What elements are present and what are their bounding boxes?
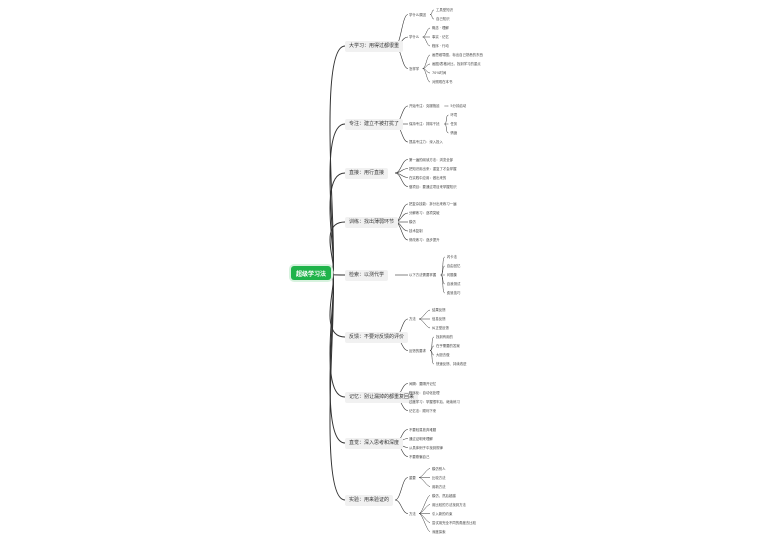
leaf-node[interactable]: 概念 · 理解 <box>432 26 449 30</box>
leaf-node[interactable]: 程序 · 行动 <box>432 44 449 48</box>
root-node[interactable]: 超级学习法 <box>291 266 331 280</box>
leaf-line <box>422 27 431 38</box>
leaf-node[interactable]: 工具型知识 <box>436 8 453 12</box>
child-node[interactable]: 不要欺骗自己 <box>409 454 430 459</box>
leaf-node[interactable]: 画思维导图，标出自己熟悉的东西 <box>432 53 483 57</box>
leaf-node[interactable]: 找到有用的 <box>436 335 453 339</box>
leaf-line <box>444 123 449 134</box>
leaf-line <box>444 114 449 125</box>
leaf-line <box>419 495 431 514</box>
leaf-node[interactable]: 事实 · 记忆 <box>432 35 449 39</box>
branch-node[interactable]: 直觉：深入思考和深度 <box>345 437 404 449</box>
child-node[interactable]: 以下方法需要掌握 <box>409 273 437 277</box>
leaf-line <box>440 265 445 276</box>
leaf-line <box>419 468 431 478</box>
leaf-node[interactable]: 问题集 <box>446 273 457 277</box>
leaf-node[interactable]: 引入新的约束 <box>432 511 453 516</box>
main-branch-line <box>329 272 346 501</box>
leaf-node[interactable]: 模仿、然后超越 <box>432 493 456 498</box>
leaf-node[interactable]: 快速反馈、持续改进 <box>436 362 467 366</box>
leaf-line <box>422 68 431 83</box>
child-node[interactable]: 方法 <box>409 317 416 321</box>
leaf-node[interactable]: 用新方法 <box>432 484 446 489</box>
leaf-node[interactable]: 大胆去做 <box>436 353 450 357</box>
branch-node[interactable]: 实验：用来验证的 <box>345 494 394 506</box>
leaf-node[interactable]: 对照现在本书 <box>432 80 453 84</box>
child-node[interactable]: 间隔：要隔开记忆 <box>409 381 437 386</box>
child-node[interactable]: 方法 <box>409 511 416 516</box>
child-node[interactable]: 第一遍的阅读方法：浏览全部 <box>409 157 454 162</box>
leaf-line <box>419 309 431 320</box>
leaf-node[interactable]: 70%时间 <box>432 71 447 75</box>
leaf-node[interactable]: 情绪 <box>450 131 458 135</box>
branch-node[interactable]: 训练：找出薄弱环节 <box>345 216 399 228</box>
leaf-node[interactable]: 用比较的方法找到方法 <box>432 502 466 507</box>
child-node[interactable]: 重要 <box>409 475 416 480</box>
child-node[interactable]: 程序化：自动化处理 <box>409 390 440 395</box>
leaf-node[interactable]: 尝试用完全不同的角度去比较 <box>432 520 477 525</box>
leaf-line <box>419 504 431 514</box>
child-node[interactable]: 学什么 <box>409 35 420 39</box>
leaf-line <box>440 274 446 294</box>
branch-node[interactable]: 记忆：别让漏掉的都重复回来 <box>345 391 419 403</box>
child-node[interactable]: 保持专注：排除干扰 <box>409 122 440 126</box>
child-node[interactable]: 从具体例子中找到规律 <box>409 445 443 450</box>
branch-node[interactable]: 专注：建立不被打扰了 <box>345 118 404 130</box>
child-line <box>394 477 409 501</box>
leaf-node[interactable]: 5分钟启动 <box>450 104 467 108</box>
leaf-line <box>429 14 435 20</box>
child-node[interactable]: 学什么原因 <box>409 12 426 17</box>
leaf-node[interactable]: 纠正型反馈 <box>432 326 449 330</box>
leaf-node[interactable]: 自己知识 <box>436 17 450 21</box>
leaf-node[interactable]: 自由回忆 <box>446 264 461 268</box>
child-node[interactable]: 把复杂技能：拆分出来练习一遍 <box>409 202 457 206</box>
leaf-line <box>429 9 435 15</box>
child-node[interactable]: 不要轻易放弃难题 <box>409 427 437 432</box>
branch-node[interactable]: 反馈：不要对反馈的评价 <box>345 331 409 343</box>
child-node[interactable]: 技术复制 <box>409 229 423 233</box>
leaf-node[interactable]: 在乎需要的答案 <box>436 344 460 348</box>
child-node[interactable]: 反馈的要求 <box>409 348 426 353</box>
leaf-line <box>429 336 435 351</box>
child-node[interactable]: 通过证明来理解 <box>409 436 433 441</box>
leaf-node[interactable]: 自我测试 <box>446 282 461 286</box>
child-node[interactable]: 提高专注力：深入投入 <box>409 140 443 144</box>
leaf-line <box>429 350 435 365</box>
main-branch-line <box>329 272 346 444</box>
leaf-node[interactable]: 画图/表格对比，找到学习的重点 <box>432 62 481 66</box>
child-node[interactable]: 修改练习：逐步提升 <box>409 238 440 242</box>
leaf-line <box>422 54 431 69</box>
child-line <box>394 499 409 514</box>
child-node[interactable]: 开始专注：克服拖延 <box>409 104 440 108</box>
leaf-node[interactable]: 结果反馈 <box>432 308 446 312</box>
leaf-node[interactable]: 深度探索 <box>432 529 446 534</box>
child-line <box>394 172 409 187</box>
leaf-node[interactable]: 闪卡法 <box>446 255 457 259</box>
leaf-node[interactable]: 模仿别人 <box>432 466 446 471</box>
child-node[interactable]: 怎样学 <box>409 66 420 71</box>
child-node[interactable]: 做项目：要通过项目来掌握知识 <box>409 184 457 189</box>
leaf-line <box>419 513 431 532</box>
child-node[interactable]: 分解练习：逐项突破 <box>409 211 440 215</box>
main-branch-line <box>329 221 346 274</box>
leaf-line <box>419 477 431 487</box>
leaf-line <box>419 318 431 329</box>
leaf-line <box>422 36 431 47</box>
leaf-node[interactable]: 任务 <box>450 122 458 126</box>
child-node[interactable]: 在实践中应用：做出来的 <box>409 175 447 180</box>
leaf-node[interactable]: 信息反馈 <box>432 317 446 321</box>
leaf-node[interactable]: 环境 <box>450 113 458 117</box>
branch-node[interactable]: 大学习：用得过都很重 <box>345 40 404 52</box>
child-node[interactable]: 把知识用出来：重复了才会掌握 <box>409 166 457 171</box>
child-node[interactable]: 记忆法：顺利下来 <box>409 408 437 413</box>
leaf-node[interactable]: 费曼技巧 <box>446 291 461 295</box>
leaf-node[interactable]: 比较方法 <box>432 475 446 480</box>
branch-node[interactable]: 直接：用行直接 <box>345 167 389 179</box>
child-node[interactable]: 过度学习：掌握很牢后，继续练习 <box>409 399 460 404</box>
branch-node[interactable]: 检索：以测代学 <box>345 269 389 281</box>
child-node[interactable]: 模仿 <box>409 220 416 224</box>
